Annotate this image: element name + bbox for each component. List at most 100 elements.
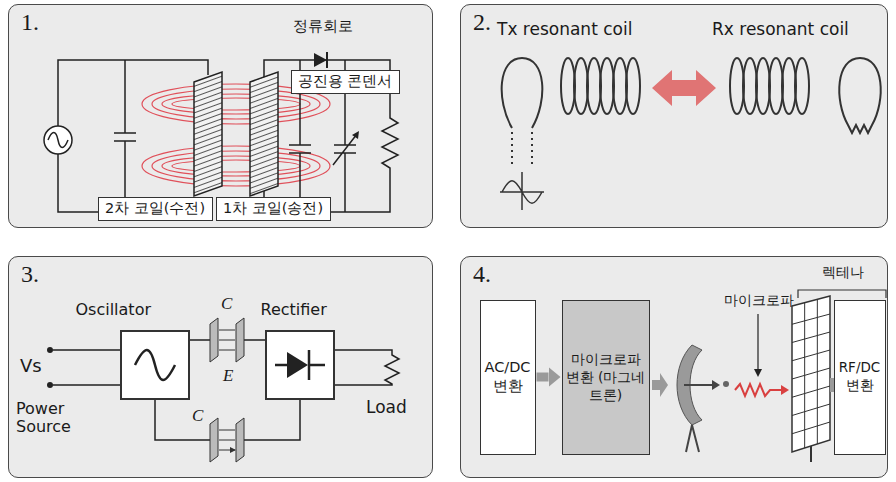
capacitor-symbol: [114, 60, 136, 212]
bracket-label: 렉테나: [822, 264, 864, 280]
field-line: [152, 151, 320, 181]
rectenna-grid: [792, 296, 830, 452]
helix-turn: [756, 58, 770, 114]
panel-grounds: [8, 4, 888, 478]
helix-turn: [626, 58, 640, 114]
sine-symbol: [48, 133, 68, 148]
panel-ground: [460, 4, 888, 228]
signal-name: Vs: [20, 356, 42, 377]
plate: [210, 318, 218, 362]
process-box: 마이크로파 변환 (마그네트론): [562, 300, 650, 455]
part-label: 정류회로: [293, 18, 353, 35]
coil-label: Rx resonant coil: [712, 20, 849, 40]
grid-line: [792, 386, 830, 397]
helix-turn: [561, 58, 575, 114]
terminal: [47, 382, 53, 388]
panel-number: 4.: [473, 261, 491, 288]
helix-turn: [769, 58, 783, 114]
leader-arrowhead: [754, 369, 762, 377]
capacitor-label: C: [192, 406, 203, 426]
node-text: 마이크로파 변환 (마그네트론): [566, 350, 646, 405]
node-text: Rectifier: [261, 300, 327, 319]
capacitor-label: C: [221, 294, 232, 314]
variable-arrowhead: [352, 131, 359, 139]
coil-label-box: 1차 코일(송전): [216, 197, 331, 221]
coil-core: [250, 72, 278, 196]
block-arrow: [652, 373, 668, 397]
node-text: 2차 코일(수전): [105, 199, 205, 218]
field-line: [142, 146, 330, 186]
rectifier-fill: [265, 330, 335, 400]
helix-windings: [561, 58, 809, 114]
wire: [264, 60, 398, 212]
helix-turn: [613, 58, 627, 114]
diode-symbol: [287, 352, 308, 378]
grid-line: [792, 368, 830, 379]
double-arrow: [652, 70, 716, 106]
panel-number: 1.: [21, 9, 39, 36]
node-text: AC/DC 변환: [484, 358, 532, 396]
grid-line: [792, 422, 830, 434]
leader-line: [757, 314, 758, 370]
panel: 4. AC/DC 변환 마이크로파 변환 (마그네트론) RF/DC 변환: [460, 256, 888, 478]
dotted-lead: [512, 132, 532, 168]
capacitor-plates: [210, 318, 244, 462]
feed-horn: [712, 380, 720, 390]
node-text: Oscillator: [76, 300, 152, 319]
resonant-coils: [500, 58, 881, 210]
load-resistor-symbol: [335, 350, 399, 385]
diode-bar: [275, 350, 325, 380]
oscillator-box: Oscillator: [120, 330, 190, 400]
panel: 1. 공진용 콘덴서 2차 코일(수전) 1차 코일(송전): [8, 4, 433, 228]
helix-turn: [587, 58, 601, 114]
process-box: AC/DC 변환: [480, 300, 536, 455]
magnetic-field-lines: [142, 84, 330, 186]
ac-source-symbol: [44, 126, 72, 154]
callout-box: 공진용 콘덴서: [291, 70, 400, 94]
part-label: Power Source: [16, 400, 80, 437]
terminal: [47, 347, 53, 353]
field-line: [162, 156, 310, 176]
wire: [155, 400, 300, 440]
field-line: [152, 89, 320, 119]
panel-ground: [8, 4, 433, 228]
grid-line: [792, 332, 830, 343]
node-text: 1차 코일(송전): [223, 199, 323, 218]
grid-lines: [792, 299, 830, 448]
coil-core: [194, 72, 222, 196]
part-label: Load: [366, 398, 407, 418]
microwave-beam: [735, 384, 783, 396]
plate: [236, 318, 244, 362]
coil-label-box: 2차 코일(수전): [98, 197, 213, 221]
circuit-wires: [58, 52, 398, 212]
panel-number: 2.: [473, 9, 491, 36]
field-line: [172, 98, 300, 110]
rectifier-box: Rectifier: [265, 330, 335, 400]
panel-number: 3.: [21, 261, 39, 288]
bracket: [798, 290, 886, 298]
process-box: RF/DC 변환: [834, 300, 886, 455]
coil-label: Tx resonant coil: [497, 20, 632, 40]
helix-turn: [795, 58, 809, 114]
field-line: [172, 160, 300, 172]
panel: 3.OscillatorRectifier: [8, 256, 433, 478]
oscillator-symbol: [135, 350, 175, 380]
helix-turn: [600, 58, 614, 114]
panel-ground: [8, 256, 433, 478]
plate: [210, 418, 218, 462]
oscillator-fill: [120, 330, 190, 400]
field-label: E: [223, 366, 233, 386]
grid-line: [792, 404, 830, 416]
helix-turn: [730, 58, 744, 114]
wave-dot: [723, 381, 729, 387]
rx-loop: [839, 58, 880, 133]
source-symbol: [500, 172, 544, 210]
grid-line: [792, 350, 830, 361]
node-text: 공진용 콘덴서: [298, 72, 393, 91]
field-line: [162, 94, 310, 114]
grid-line: [792, 314, 830, 324]
helix-turn: [782, 58, 796, 114]
